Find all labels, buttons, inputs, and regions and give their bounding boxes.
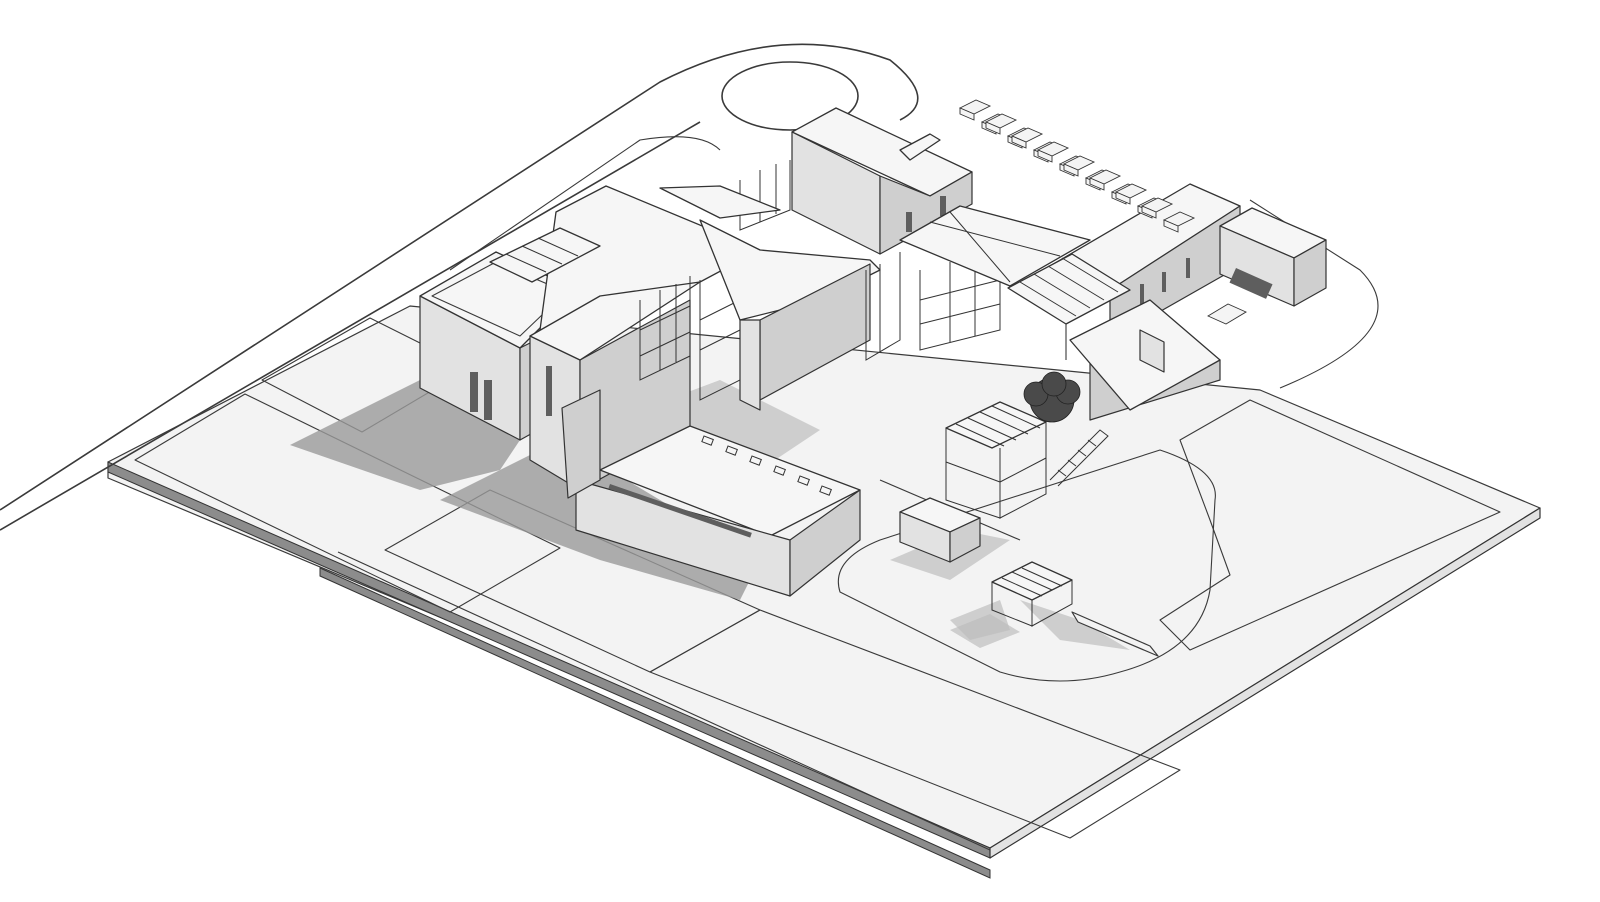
- access-road: [0, 43, 1379, 531]
- pool-pergola: [950, 561, 1159, 657]
- car-body: [1141, 205, 1157, 219]
- car-body: [1063, 163, 1079, 177]
- turnaround-circle: [721, 61, 859, 131]
- building-massing: [419, 107, 1327, 657]
- tree-icon: [1023, 371, 1081, 423]
- terrace-strip: [319, 567, 991, 879]
- rooftop-pergola-left: [489, 227, 601, 283]
- site-slab-edge-right: [989, 507, 1541, 859]
- car-body: [1115, 191, 1131, 205]
- pavilion: [945, 401, 1047, 519]
- car-body: [1089, 177, 1105, 191]
- right-block-openings: [1140, 258, 1190, 304]
- courtyard-frame: [865, 205, 1091, 361]
- car-body: [985, 121, 1001, 135]
- car-body: [959, 107, 975, 121]
- site-slab: [107, 305, 1541, 879]
- car-body: [1011, 135, 1027, 149]
- parking-lot: [958, 99, 1247, 325]
- wing-roof-windows: [701, 435, 832, 496]
- car-icon: [1207, 303, 1247, 325]
- pergola: [1007, 253, 1131, 360]
- car-body: [1163, 219, 1179, 233]
- car-body: [1037, 149, 1053, 163]
